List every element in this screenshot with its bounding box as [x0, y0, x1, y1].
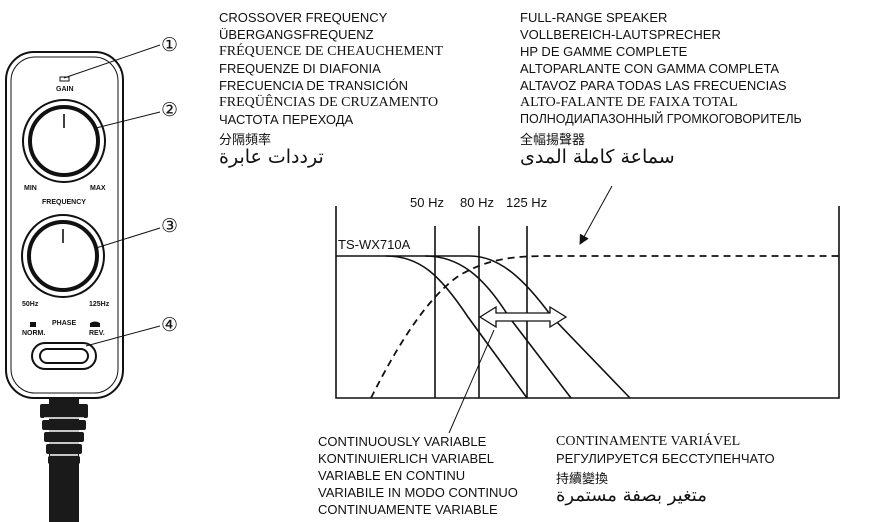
- freq-min-label: 50Hz: [22, 301, 39, 308]
- crossover-label-es: FRECUENCIA DE TRANSICIÓN: [219, 78, 409, 93]
- full-range-response-curve: [370, 255, 839, 399]
- crossover-label-de: ÜBERGANGSFREQUENZ: [219, 27, 374, 42]
- phase-reverse-label: REV.: [89, 330, 105, 337]
- callout-2: ②: [161, 99, 179, 121]
- continuously-variable-labels-left: CONTINUOUSLY VARIABLE KONTINUIERLICH VAR…: [318, 434, 518, 519]
- crossover-label-ru: ЧАСТОТА ПЕРЕХОДА: [219, 112, 354, 127]
- callout-1: ①: [161, 34, 179, 56]
- frequency-label-125hz: 125 Hz: [506, 195, 548, 210]
- crossover-label-zh: 分隔頻率: [219, 132, 272, 147]
- fullrange-label-ar: سماعة كاملة المدى: [520, 146, 675, 168]
- graph-axes: [335, 206, 840, 399]
- variable-label-fr: VARIABLE EN CONTINU: [318, 468, 466, 483]
- variable-label-pt: CONTINAMENTE VARIÁVEL: [556, 434, 741, 449]
- fullrange-label-ru: ПОЛНОДИАПАЗОННЫЙ ГРОМКОГОВОРИТЕЛЬ: [520, 112, 802, 126]
- frequency-knob[interactable]: [21, 214, 105, 298]
- variable-label-ru: РЕГУЛИРУЕТСЯ БЕССТУПЕНЧАТО: [556, 451, 775, 466]
- crossover-label-pt: FREQÜÊNCIAS DE CRUZAMENTO: [219, 95, 439, 110]
- phase-label: PHASE: [52, 320, 77, 327]
- fullrange-label-es: ALTAVOZ PARA TODAS LAS FRECUENCIAS: [520, 78, 787, 93]
- gain-min-label: MIN: [24, 185, 37, 192]
- phase-switch[interactable]: [31, 342, 97, 370]
- subwoofer-curve-125hz: [425, 255, 631, 399]
- gain-label: GAIN: [56, 86, 74, 93]
- crossover-label-fr: FRÉQUENCE DE CHEAUCHEMENT: [219, 44, 443, 59]
- variable-label-zh: 持續變換: [556, 471, 609, 486]
- remote-control-illustration: [5, 44, 161, 522]
- rev-indicator-icon: [90, 321, 100, 327]
- fullrange-label-zh: 全幅揚聲器: [520, 132, 586, 147]
- continuously-variable-arrow: [478, 305, 568, 329]
- variable-leader-line: [448, 329, 495, 434]
- crossover-frequency-labels: CROSSOVER FREQUENCY ÜBERGANGSFREQUENZ FR…: [219, 10, 443, 172]
- norm-indicator-icon: [30, 322, 36, 327]
- remote-cable: [40, 398, 88, 522]
- fullrange-label-en: FULL-RANGE SPEAKER: [520, 10, 668, 25]
- fullrange-label-fr: HP DE GAMME COMPLETE: [520, 44, 688, 59]
- fullrange-label-it: ALTOPARLANTE CON GAMMA COMPLETA: [520, 61, 780, 76]
- crossover-label-en: CROSSOVER FREQUENCY: [219, 10, 388, 25]
- frequency-label-50hz: 50 Hz: [410, 195, 444, 210]
- power-led: [59, 76, 70, 82]
- variable-label-es: CONTINUAMENTE VARIABLE: [318, 502, 498, 517]
- phase-normal-label: NORM.: [22, 330, 46, 337]
- gain-knob[interactable]: [22, 99, 106, 183]
- fullrange-label-de: VOLLBEREICH-LAUTSPRECHER: [520, 27, 721, 42]
- variable-label-en: CONTINUOUSLY VARIABLE: [318, 434, 487, 449]
- continuously-variable-labels-right: CONTINAMENTE VARIÁVEL РЕГУЛИРУЕТСЯ БЕССТ…: [556, 434, 775, 511]
- model-label: TS-WX710A: [338, 237, 411, 252]
- frequency-label-80hz: 80 Hz: [460, 195, 494, 210]
- crossover-label-ar: ترددات عابرة: [219, 146, 324, 168]
- gain-max-label: MAX: [90, 185, 106, 192]
- crossover-label-it: FREQUENZE DI DIAFONIA: [219, 61, 381, 76]
- fullrange-label-pt: ALTO-FALANTE DE FAIXA TOTAL: [520, 95, 738, 110]
- variable-label-ar: متغير بصفة مستمرة: [556, 485, 707, 506]
- subwoofer-curve-50hz: [336, 255, 528, 399]
- freq-max-label: 125Hz: [89, 301, 110, 308]
- full-range-leader-line: [579, 185, 613, 245]
- callout-4: ④: [161, 314, 179, 336]
- frequency-label: FREQUENCY: [42, 199, 86, 206]
- variable-label-de: KONTINUIERLICH VARIABEL: [318, 451, 495, 466]
- variable-label-it: VARIABILE IN MODO CONTINUO: [318, 485, 518, 500]
- callout-lines: [63, 44, 161, 347]
- full-range-speaker-labels: FULL-RANGE SPEAKER VOLLBEREICH-LAUTSPREC…: [520, 10, 802, 172]
- callout-3: ③: [161, 215, 179, 237]
